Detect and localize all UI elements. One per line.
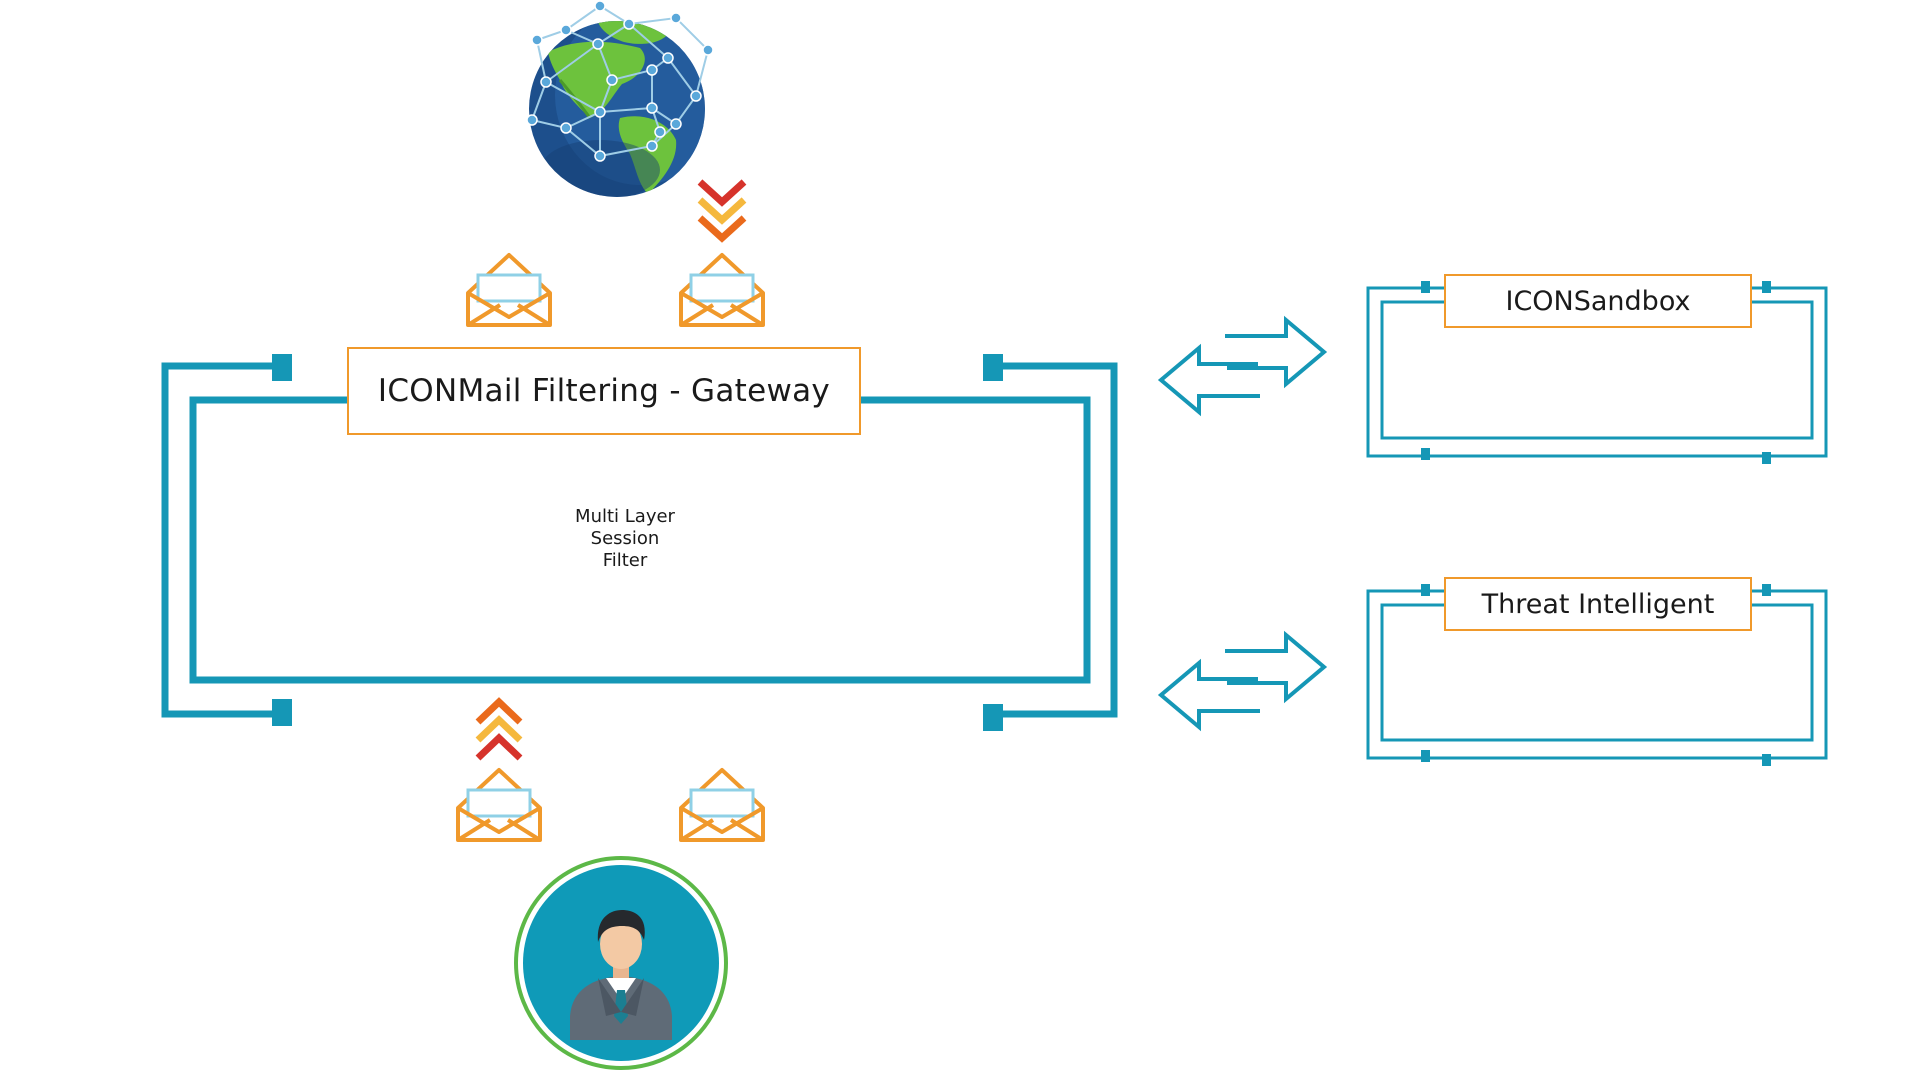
threat-frame: [1366, 589, 1828, 760]
gateway-title: ICONMail Filtering - Gateway: [347, 347, 861, 435]
threat-title: Threat Intelligent: [1444, 577, 1752, 631]
threat-title-text: Threat Intelligent: [1481, 588, 1715, 620]
filter-line: Filter: [602, 550, 648, 571]
envelope-icon: [679, 253, 765, 327]
exchange-arrows-icon: [1157, 630, 1328, 732]
filter-description: Multi Layer Session Filter: [540, 506, 710, 572]
sandbox-frame: [1366, 286, 1828, 458]
gateway-title-text: ICONMail Filtering - Gateway: [377, 373, 831, 409]
envelope-icon: [466, 253, 552, 327]
frame-connector: [1421, 584, 1771, 766]
envelope-icon: [456, 768, 542, 842]
globe-network-icon: [526, 0, 714, 197]
sandbox-title-text: ICONSandbox: [1505, 285, 1691, 317]
chevron-down-icon: [697, 179, 747, 243]
envelope-icon: [679, 768, 765, 842]
gateway-frame: [161, 362, 1118, 718]
sandbox-title: ICONSandbox: [1444, 274, 1752, 328]
chevron-up-icon: [475, 697, 523, 761]
filter-line: Session: [590, 528, 660, 549]
user-avatar-icon: [514, 856, 728, 1070]
exchange-arrows-icon: [1157, 315, 1328, 417]
frame-connector: [1421, 281, 1771, 464]
filter-line: Multi Layer: [575, 506, 675, 527]
frame-connector: [272, 354, 1003, 731]
